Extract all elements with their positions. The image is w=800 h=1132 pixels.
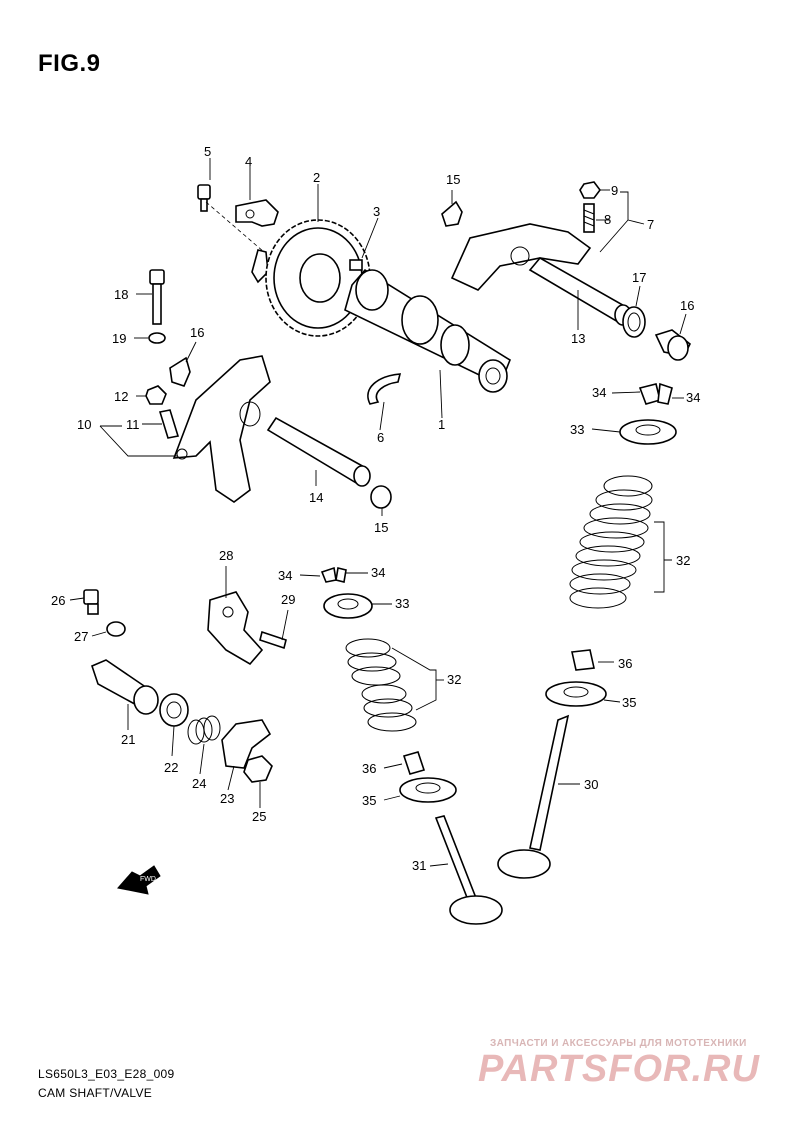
part-14-rocker-shaft-lower <box>266 416 371 487</box>
label-8: 8 <box>604 212 611 227</box>
watermark-tagline: ЗАПЧАСТИ И АКСЕССУАРЫ ДЛЯ МОТОТЕХНИКИ <box>490 1038 747 1049</box>
part-36-seal-upper <box>571 649 595 671</box>
part-7-rocker-arm-upper <box>450 223 592 291</box>
label-31: 31 <box>412 858 426 873</box>
part-15-o-ring <box>370 485 392 509</box>
part-9-nut <box>579 181 601 199</box>
label-35-b: 35 <box>362 793 376 808</box>
label-22: 22 <box>164 760 178 775</box>
part-33-retainer-lower <box>323 593 373 619</box>
part-6-retainer <box>367 373 402 405</box>
part-26-bolt <box>83 589 99 615</box>
label-34-b: 34 <box>686 390 700 405</box>
part-11-adjusting-screw <box>158 409 180 439</box>
label-36-b: 36 <box>362 761 376 776</box>
part-18-o-ring <box>622 306 646 338</box>
part-29-screw <box>259 630 287 650</box>
part-4-lock-plate <box>235 199 279 284</box>
label-32-a: 32 <box>676 553 690 568</box>
part-25-nut <box>243 755 273 783</box>
part-27-washer <box>106 621 126 637</box>
label-17: 16 <box>680 298 694 313</box>
model-code: LS650L3_E03_E28_009 <box>38 1067 175 1081</box>
part-1-camshaft <box>344 268 511 393</box>
part-22-collar <box>159 693 189 727</box>
label-19: 18 <box>114 287 128 302</box>
label-26: 26 <box>51 593 65 608</box>
fwd-label: FWD <box>140 876 156 883</box>
part-35-seat-lower <box>399 777 457 803</box>
label-34-a: 34 <box>592 385 606 400</box>
part-21-shaft <box>91 659 159 715</box>
label-12: 12 <box>114 389 128 404</box>
label-18: 17 <box>632 270 646 285</box>
label-5: 5 <box>204 144 211 159</box>
part-13-rocker-shaft-upper <box>528 256 632 326</box>
label-20: 19 <box>112 331 126 346</box>
part-28-bracket <box>207 591 264 666</box>
part-24-spring <box>187 715 221 745</box>
label-24: 24 <box>192 776 206 791</box>
label-23: 23 <box>220 791 234 806</box>
label-2: 2 <box>313 170 320 185</box>
part-34-cotter-upper <box>638 382 673 405</box>
part-16-cap-lower <box>169 356 191 387</box>
figure-title: FIG.9 <box>38 50 101 77</box>
part-8-adjusting-screw <box>583 203 595 233</box>
label-34-d: 34 <box>371 565 385 580</box>
label-16-a: 15 <box>446 172 460 187</box>
part-34-cotter-lower <box>320 566 347 583</box>
fwd-arrow-icon <box>117 865 161 895</box>
part-17-plug <box>654 329 692 361</box>
part-2-cam-sprocket <box>265 219 371 337</box>
part-10-rocker-arm-lower <box>172 355 271 503</box>
label-15: 15 <box>374 520 388 535</box>
watermark-site: PARTSFOR.RU <box>478 1048 760 1090</box>
label-3: 3 <box>373 204 380 219</box>
part-16-cap-upper <box>441 200 463 227</box>
label-34-c: 34 <box>278 568 292 583</box>
label-10: 10 <box>77 417 91 432</box>
label-36-a: 36 <box>618 656 632 671</box>
label-4: 4 <box>245 154 252 169</box>
label-7: 7 <box>647 217 654 232</box>
label-21: 21 <box>121 732 135 747</box>
label-35-a: 35 <box>622 695 636 710</box>
part-30-valve <box>497 714 570 879</box>
part-32-spring-upper <box>569 475 653 609</box>
label-32-b: 32 <box>447 672 461 687</box>
part-5-bolt <box>197 184 211 212</box>
label-30: 30 <box>584 777 598 792</box>
part-19-bolt <box>149 269 165 325</box>
label-9: 9 <box>611 183 618 198</box>
part-32-spring-lower <box>345 638 417 732</box>
label-13: 13 <box>571 331 585 346</box>
part-36-seal-lower <box>402 751 426 775</box>
part-33-retainer-upper <box>619 419 677 445</box>
label-11: 11 <box>126 417 140 432</box>
label-27: 27 <box>74 629 88 644</box>
label-16-b: 16 <box>190 325 204 340</box>
label-33-b: 33 <box>395 596 409 611</box>
callout-labels: 5 4 2 3 1 6 15 9 8 7 17 16 13 18 19 16 1… <box>51 144 700 873</box>
part-20-washer <box>148 332 166 344</box>
label-29: 29 <box>281 592 295 607</box>
label-25: 25 <box>252 809 266 824</box>
part-31-valve <box>434 815 503 925</box>
label-14: 14 <box>309 490 323 505</box>
diagram-caption: CAM SHAFT/VALVE <box>38 1086 153 1100</box>
label-28: 28 <box>219 548 233 563</box>
label-1: 1 <box>438 417 445 432</box>
leader-lines <box>69 158 687 867</box>
part-35-seat-upper <box>545 681 607 707</box>
part-3-pin <box>349 259 363 271</box>
label-33-a: 33 <box>570 422 584 437</box>
part-12-nut <box>145 385 167 405</box>
part-23-lever <box>221 719 272 769</box>
label-6: 6 <box>377 430 384 445</box>
